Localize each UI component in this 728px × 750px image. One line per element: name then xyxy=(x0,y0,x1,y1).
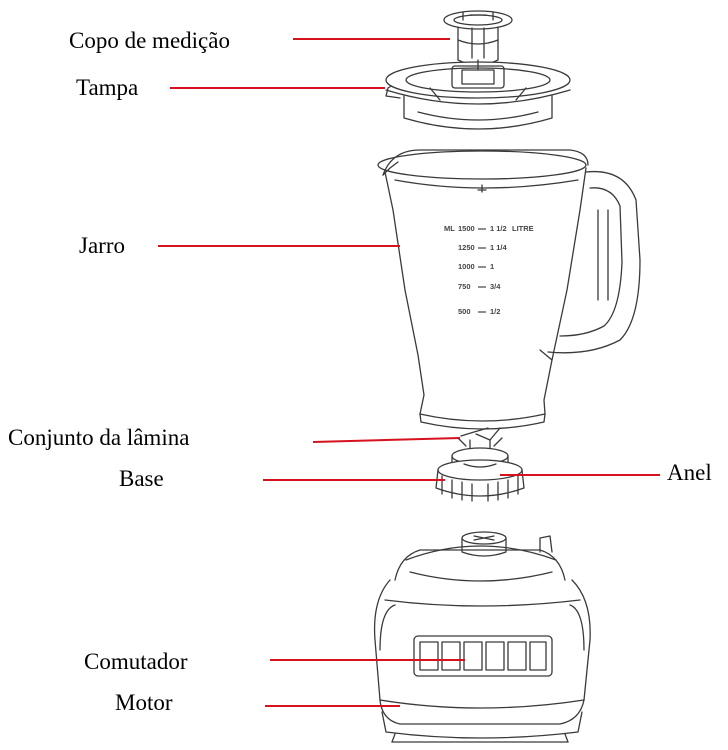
jar-mark-l-2: 1 1/4 xyxy=(490,243,508,252)
jar-part xyxy=(377,149,641,430)
label-base: Base xyxy=(119,466,164,491)
lid-part xyxy=(385,59,571,130)
jar-mark-ml-5: 500 xyxy=(458,307,471,316)
measuring-cup-part xyxy=(443,10,513,66)
label-ring: Anel xyxy=(667,460,712,485)
label-motor: Motor xyxy=(115,690,173,715)
label-jar: Jarro xyxy=(79,233,125,258)
jar-mark-ml-2: 1250 xyxy=(458,243,475,252)
motor-base-part xyxy=(373,531,591,743)
label-measuring-cup: Copo de medição xyxy=(69,28,230,53)
leader-lines xyxy=(158,38,660,707)
jar-volume-markings: ML 1500 1 1/2 LITRE 1250 1 1/4 1000 1 75… xyxy=(444,224,534,316)
jar-unit-litre: LITRE xyxy=(512,224,534,233)
jar-mark-l-1: 1 1/2 xyxy=(490,224,507,233)
jar-mark-ml-3: 1000 xyxy=(458,262,475,271)
jar-mark-l-5: 1/2 xyxy=(490,307,500,316)
leader-line-blade-assembly xyxy=(312,437,461,443)
jar-mark-l-3: 1 xyxy=(490,262,494,271)
jar-mark-ml-1: 1500 xyxy=(458,224,475,233)
jar-unit-ml: ML xyxy=(444,224,455,233)
label-lid: Tampa xyxy=(76,75,139,100)
jar-mark-l-4: 3/4 xyxy=(490,282,501,291)
label-switch: Comutador xyxy=(84,649,188,674)
jar-mark-ml-4: 750 xyxy=(458,282,471,291)
label-blade-assembly: Conjunto da lâmina xyxy=(8,425,190,450)
